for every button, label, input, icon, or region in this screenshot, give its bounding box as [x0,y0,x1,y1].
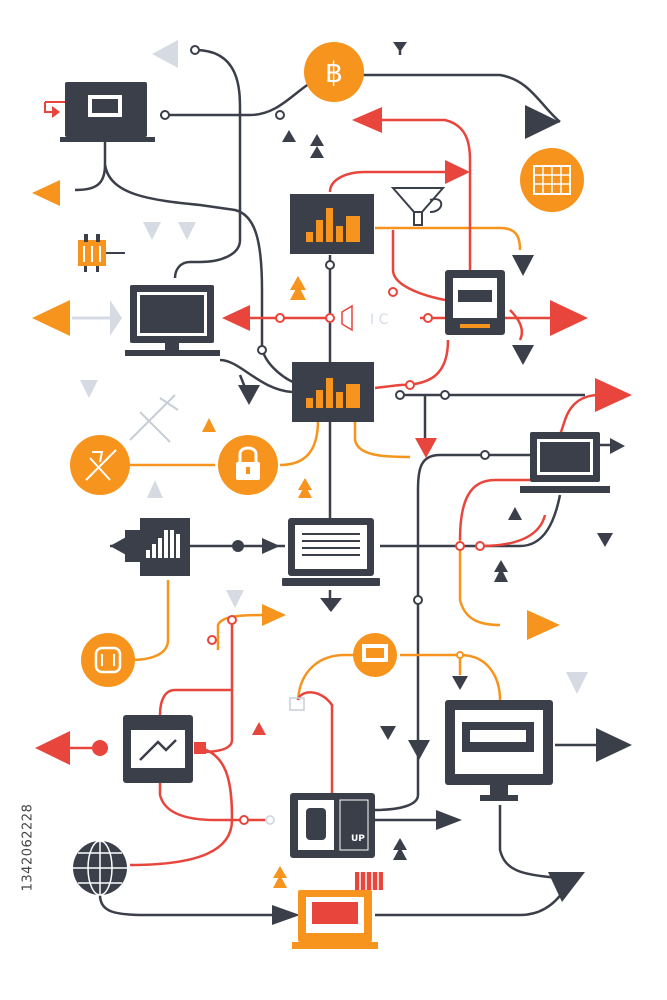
arrow-dark-down-5 [320,598,342,612]
arrow-orange-left-2 [32,300,70,336]
arrow-dark-right [525,105,560,139]
laptop-orange-icon[interactable] [292,872,383,949]
tools-icon[interactable] [70,435,130,495]
arrow-orange-right-2 [262,604,286,626]
arrow-pale-down-3 [80,380,98,398]
up-carets [202,130,522,888]
image-icon[interactable] [123,715,193,783]
arrow-dark-small [393,42,407,52]
arrow-dark-small-3 [452,676,468,690]
arrow-dark-small-2 [597,533,613,547]
arrow-red-left-2 [352,107,382,133]
arrow-pale-down-5 [566,672,588,694]
laptop-icon[interactable] [520,432,610,493]
arrow-dark-down [408,740,430,760]
image-icon[interactable] [353,633,397,677]
arrow-pale-left [152,40,178,68]
arrow-dark-down-4 [238,385,260,405]
connector-icon [289,697,305,711]
red-node [92,740,108,756]
orange-connectors [129,226,522,701]
globe-icon[interactable] [73,840,127,896]
arrow-red-right-2 [550,300,588,336]
speaker-icon: I C [341,304,389,332]
funnel-icon [390,187,446,226]
coin-icon[interactable]: ฿ [304,42,364,102]
gear-ring-icon[interactable] [81,633,135,687]
arrow-dark-down-2 [512,255,534,276]
arrow-heads [32,40,632,925]
arrow-dark-left [110,536,128,556]
arrow-red-right [445,160,470,184]
arrow-dark-right-6 [610,438,625,454]
card-reader-icon[interactable] [445,270,505,335]
arrow-dark-right-5 [262,538,280,554]
arrow-red-down [415,438,437,458]
arrow-dark-big [548,872,585,902]
arrow-pale-down-2 [178,222,196,240]
terminal-icon[interactable] [125,518,190,576]
connector-dots [160,45,490,825]
svg-text:I C: I C [370,312,389,328]
lock-icon[interactable] [218,435,278,495]
arrow-dark-right-4 [272,905,300,925]
device-up-label: UP [351,834,365,844]
arrow-pale-right [110,300,122,336]
device-icon[interactable] [290,793,375,858]
tools-icon [129,394,179,443]
arrow-red-left [222,305,250,331]
svg-text:฿: ฿ [325,56,343,89]
laptop-icon[interactable] [282,518,380,586]
arrow-pale-up [147,480,163,498]
arrow-red-right-3 [595,378,632,412]
bar-chart-icon[interactable] [292,362,374,422]
arrow-dark-small-4 [380,726,396,740]
arrow-dark-right-3 [436,810,462,830]
dark-node [232,540,244,552]
arrow-dark-down-3 [512,345,534,365]
arrow-red-left-3 [35,731,70,765]
red-connectors [55,118,601,867]
connector-icon[interactable] [78,234,125,272]
arrow-pale-down-4 [226,590,244,608]
bar-chart-icon[interactable] [290,194,374,254]
stock-id-watermark: 1342062228 [20,803,36,892]
arrow-orange-left [32,180,60,206]
arrow-pale-down [143,222,161,240]
red-node-plug [194,742,206,754]
laptop-icon[interactable] [44,82,155,142]
arrow-dark-right-2 [596,728,632,762]
arrow-orange-right [527,610,560,640]
desktop-icon[interactable] [445,700,553,801]
monitor-icon[interactable] [125,285,220,356]
calendar-icon[interactable] [520,148,584,212]
